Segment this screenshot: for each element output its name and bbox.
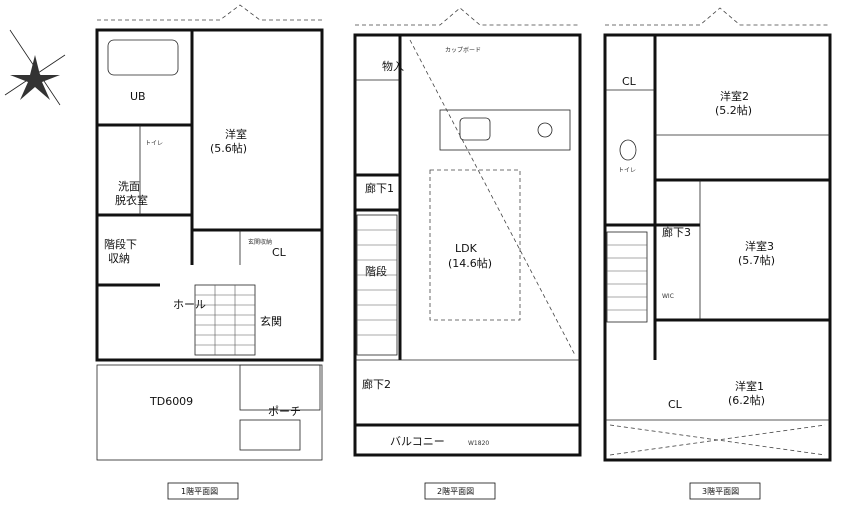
floor2-hall1-label: 廊下1 (365, 181, 394, 195)
floor2-cupboard-label: カップボード (445, 46, 481, 54)
floor3-western1-size: (6.2帖) (728, 394, 765, 407)
floor3-western2-size: (5.2帖) (715, 104, 752, 117)
floor1-ub-label: UB (130, 90, 146, 103)
floor3-western2-label: 洋室2 (720, 89, 749, 103)
floor3-western3-size: (5.7帖) (738, 254, 775, 267)
floor3-cl-a-label: CL (622, 75, 637, 88)
floor-2-plan (353, 7, 582, 457)
floor3-western1-label: 洋室1 (735, 379, 764, 393)
floor3-toilet-label: トイレ (618, 167, 636, 174)
floor1-stair-storage-label: 階段下 (104, 237, 137, 251)
floor1-hall-label: ホール (173, 298, 206, 311)
floor2-storage-label: 物入 (382, 59, 404, 73)
floor2-dim-label: W1820 (468, 440, 489, 447)
floor2-hall2-label: 廊下2 (362, 377, 391, 391)
floor3-cl-b-label: CL (668, 398, 683, 411)
floor2-ldk-label: LDK (455, 242, 478, 255)
floor3-wic-label: WIC (662, 293, 674, 300)
floor1-stair-storage-label-2: 収納 (108, 252, 130, 265)
floor1-yard-label: TD6009 (149, 395, 193, 408)
floor1-closet-storage-label: 玄関収納 (248, 238, 272, 246)
floor1-toilet-label: トイレ (145, 140, 163, 147)
floor1-closet-label: CL (272, 246, 287, 259)
floor1-western1-size: (5.6帖) (210, 142, 247, 155)
floor2-caption: 2階平面図 (437, 486, 474, 496)
floor1-washroom-label: 洗面 (118, 180, 140, 193)
floor2-stair-label: 階段 (365, 264, 387, 278)
floor3-hall3-label: 廊下3 (662, 225, 691, 239)
north-arrow-icon (4, 29, 66, 106)
floor2-balcony-label: バルコニー (390, 435, 445, 448)
floor1-entrance-label: 玄関 (260, 314, 282, 328)
floor-3-plan (603, 7, 832, 462)
floor3-caption: 3階平面図 (702, 486, 739, 496)
floor1-caption: 1階平面図 (181, 486, 218, 496)
floor1-western1-label: 洋室 (225, 127, 247, 141)
floor3-caption-box (689, 482, 761, 500)
floor2-caption-box (424, 482, 496, 500)
floor2-ldk-size: (14.6帖) (448, 257, 492, 270)
floor1-dressing-label: 脱衣室 (115, 193, 148, 207)
floor3-western3-label: 洋室3 (745, 239, 774, 253)
floor1-porch-label: ポーチ (268, 405, 301, 418)
floor1-caption-box (167, 482, 239, 500)
floor-1-plan (95, 4, 324, 461)
